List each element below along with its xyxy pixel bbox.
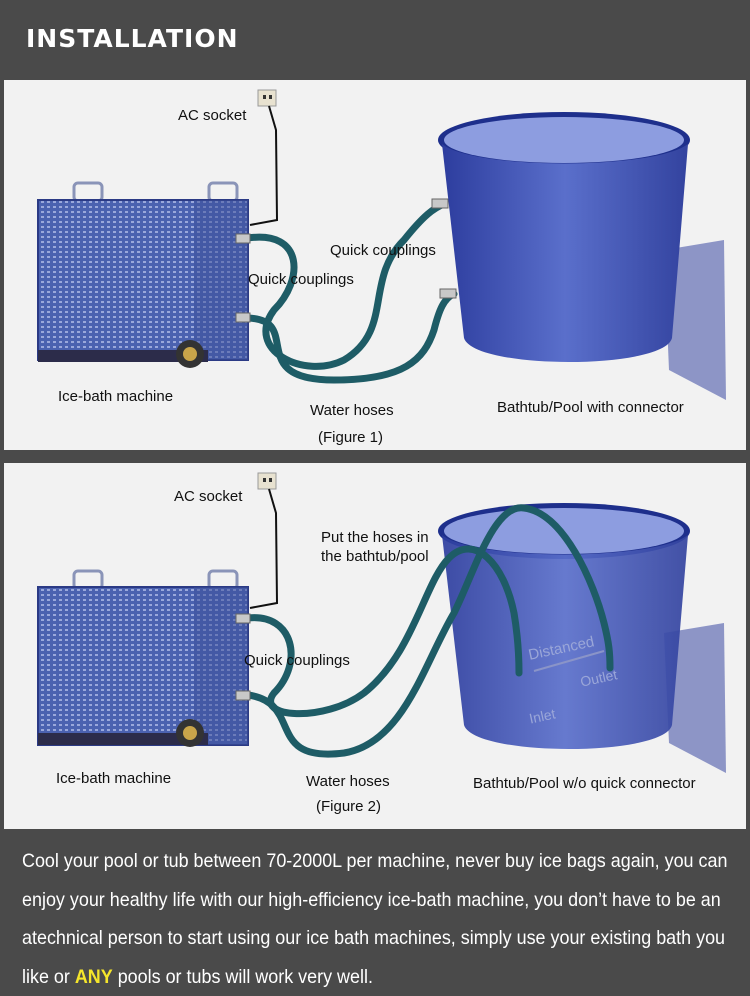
ac-socket-label: AC socket [178,107,247,124]
tub-label: Bathtub/Pool w/o quick connector [473,775,696,792]
description-section: Cool your pool or tub between 70-2000L p… [0,830,750,995]
hoses-label: Water hoses [310,402,394,419]
figure-2-panel: AC socket Put the hoses in the bathtub/p… [4,463,746,829]
figure-2-illustration [37,472,726,773]
figure-1-panel: AC socket Quick couplings Quick coupling… [4,80,746,450]
tub-label: Bathtub/Pool with connector [497,399,684,416]
page-title: INSTALLATION [26,24,239,53]
figure-1-illustration [37,89,726,400]
ice-bath-machine-icon [37,569,249,747]
put-hoses-label: Put the hoses in the bathtub/pool [321,528,429,566]
machine-label: Ice-bath machine [58,388,174,405]
figure-caption: (Figure 2) [316,798,382,815]
ac-socket-icon [249,89,279,226]
description-end: pools or tubs will work very well. [112,965,373,988]
description-body: Cool your pool or tub between 70-2000L p… [22,850,728,988]
hoses-label: Water hoses [306,773,390,790]
highlight-word: ANY [74,965,113,988]
quick-coupling-icon [235,198,457,323]
description-text: Cool your pool or tub between 70-2000L p… [22,842,740,996]
quick-couplings-label: Quick couplings [330,242,436,259]
machine-label: Ice-bath machine [56,770,172,787]
distance-arrow-icon [533,650,605,672]
quick-couplings-label: Quick couplings [244,652,350,669]
quick-couplings-label: Quick couplings [248,271,354,288]
bathtub-icon [438,112,726,400]
ice-bath-machine-icon [37,181,249,368]
put-hoses-line-1: Put the hoses in [321,529,429,546]
ac-socket-label: AC socket [174,488,243,505]
put-hoses-line-2: the bathtub/pool [321,548,429,565]
header-bar: INSTALLATION [0,0,750,78]
water-hoses-icon [244,200,458,384]
figure-caption: (Figure 1) [318,429,384,446]
quick-coupling-icon [235,613,251,701]
water-hoses-icon [244,504,614,758]
ac-socket-icon [249,472,279,609]
